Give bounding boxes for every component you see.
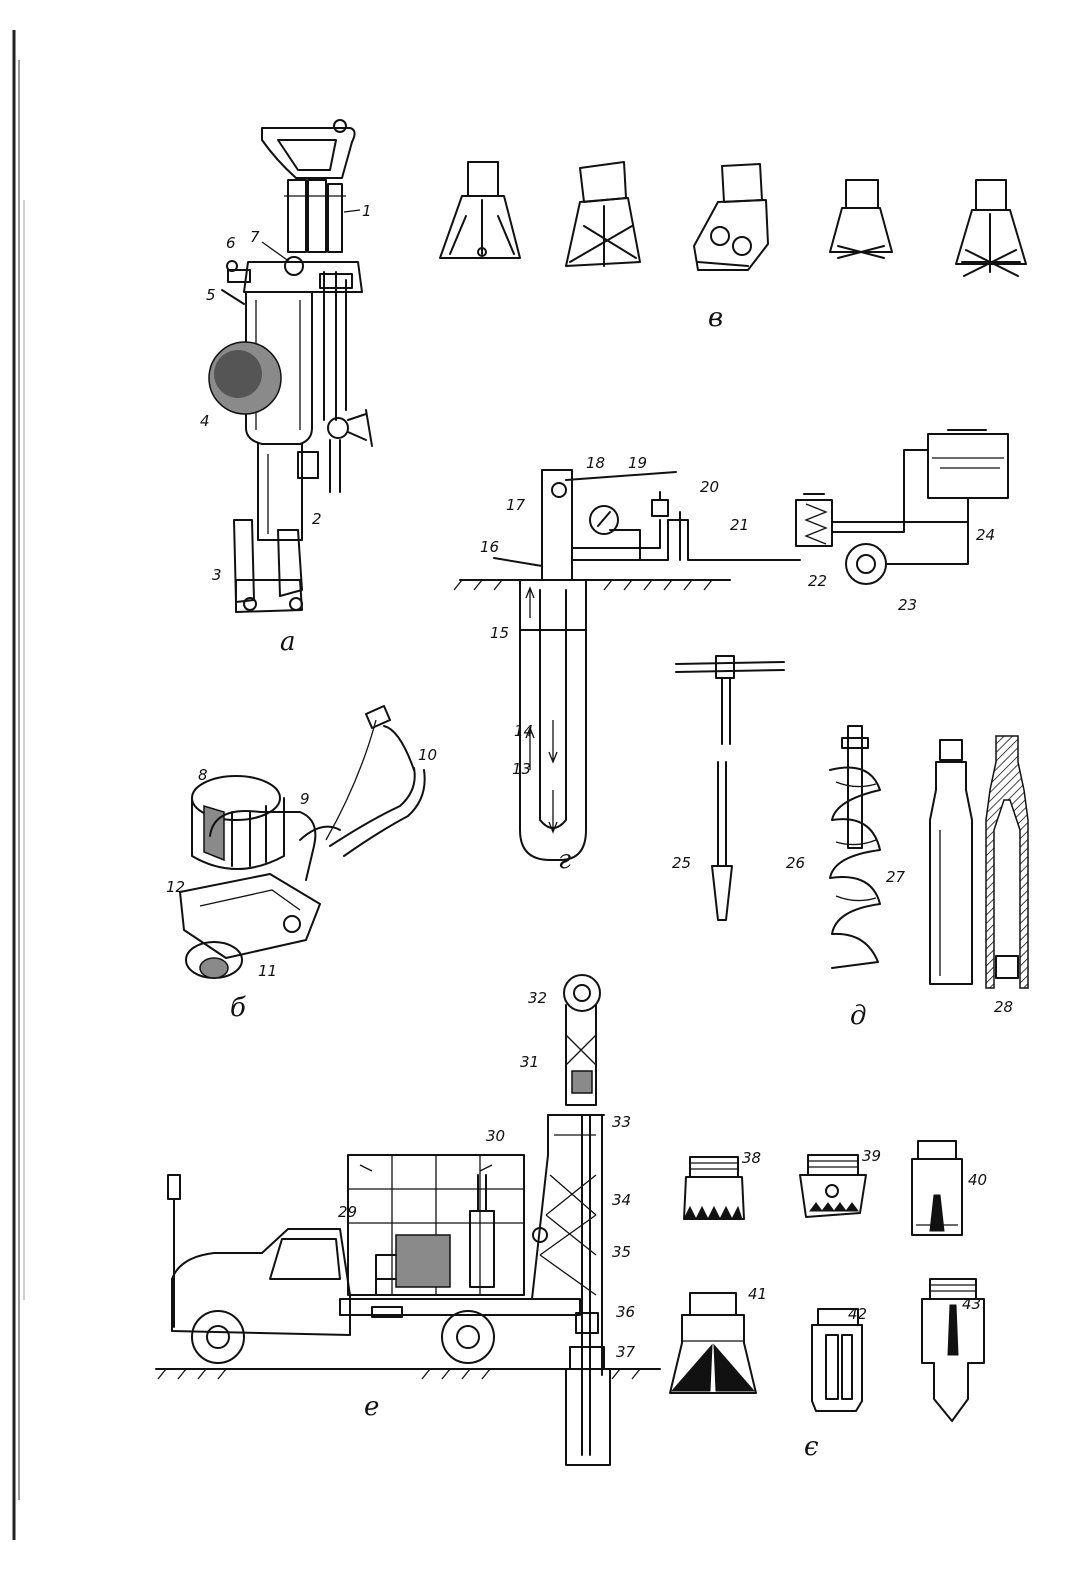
label-7: 7: [250, 228, 260, 246]
label-40: 40: [968, 1171, 987, 1189]
label-19: 19: [628, 454, 647, 472]
hand-auger-figure: [675, 655, 1029, 989]
caption-v: в: [708, 303, 723, 333]
label-30: 30: [486, 1127, 505, 1145]
core-bit-43: [921, 1278, 985, 1422]
core-bit-41: [669, 1292, 757, 1394]
caption-a: а: [280, 627, 296, 657]
label-32: 32: [528, 989, 547, 1007]
core-bits-figure: [669, 1140, 985, 1422]
label-22: 22: [808, 572, 827, 590]
label-14: 14: [514, 722, 533, 740]
label-8: 8: [198, 766, 208, 784]
hand-auger-labels: 25 26 27 28 д: [672, 854, 1013, 1031]
drill-bits-row: в: [439, 161, 1027, 333]
drill-bit-2: [565, 161, 641, 267]
caption-ye: є: [804, 1432, 819, 1462]
label-39: 39: [862, 1147, 881, 1165]
flushing-scheme-figure: [453, 429, 1009, 861]
core-bit-40: [911, 1140, 963, 1236]
label-6: 6: [226, 234, 236, 252]
drilling-truck-labels: 29 30 31 32 33 34 35 36 37 е: [338, 989, 636, 1422]
drill-bit-5: [955, 179, 1027, 277]
core-bits-labels: 38 39 40 41 42 43 є: [742, 1147, 987, 1462]
label-16: 16: [480, 538, 499, 556]
label-38: 38: [742, 1149, 761, 1167]
label-1: 1: [362, 202, 372, 220]
label-13: 13: [512, 760, 531, 778]
label-15: 15: [490, 624, 509, 642]
label-10: 10: [418, 746, 437, 764]
label-24: 24: [976, 526, 995, 544]
drilling-truck-figure: [155, 974, 661, 1466]
label-18: 18: [586, 454, 605, 472]
label-26: 26: [786, 854, 805, 872]
label-42: 42: [848, 1305, 867, 1323]
core-bit-42: [811, 1308, 863, 1412]
label-25: 25: [672, 854, 691, 872]
label-33: 33: [612, 1113, 631, 1131]
label-9: 9: [300, 790, 310, 808]
core-bit-39: [799, 1154, 867, 1218]
rock-drill-figure: [208, 119, 373, 613]
caption-e: е: [364, 1392, 379, 1422]
page-binding-edge: [12, 30, 25, 1540]
label-31: 31: [520, 1053, 539, 1071]
caption-d: д: [850, 1001, 866, 1031]
label-36: 36: [616, 1303, 635, 1321]
core-bit-38: [683, 1156, 745, 1221]
label-27: 27: [886, 868, 906, 886]
caption-b: б: [230, 993, 246, 1023]
label-4: 4: [200, 412, 210, 430]
drill-bit-1: [439, 161, 521, 259]
label-23: 23: [898, 596, 917, 614]
label-21: 21: [730, 516, 749, 534]
label-37: 37: [616, 1343, 636, 1361]
label-20: 20: [700, 478, 719, 496]
flushing-scheme-labels: 13 14 15 16 17 18 19 20 21 22 23 24 г: [480, 454, 995, 875]
label-35: 35: [612, 1243, 631, 1261]
drill-bit-4: [829, 179, 893, 259]
label-17: 17: [506, 496, 526, 514]
label-5: 5: [206, 286, 216, 304]
label-43: 43: [962, 1295, 981, 1313]
label-34: 34: [612, 1191, 631, 1209]
label-11: 11: [258, 962, 277, 980]
electric-drill-labels: 8 9 10 11 12 б: [166, 746, 437, 1023]
electric-drill-figure: [179, 705, 426, 979]
drill-bit-3: [693, 163, 769, 271]
rock-drill-labels: 1 2 3 4 5 6 7 а: [200, 202, 372, 657]
label-41: 41: [748, 1285, 767, 1303]
label-3: 3: [212, 566, 222, 584]
label-2: 2: [312, 510, 322, 528]
label-28: 28: [994, 998, 1013, 1016]
caption-g: г: [558, 845, 571, 875]
label-29: 29: [338, 1203, 357, 1221]
label-12: 12: [166, 878, 185, 896]
